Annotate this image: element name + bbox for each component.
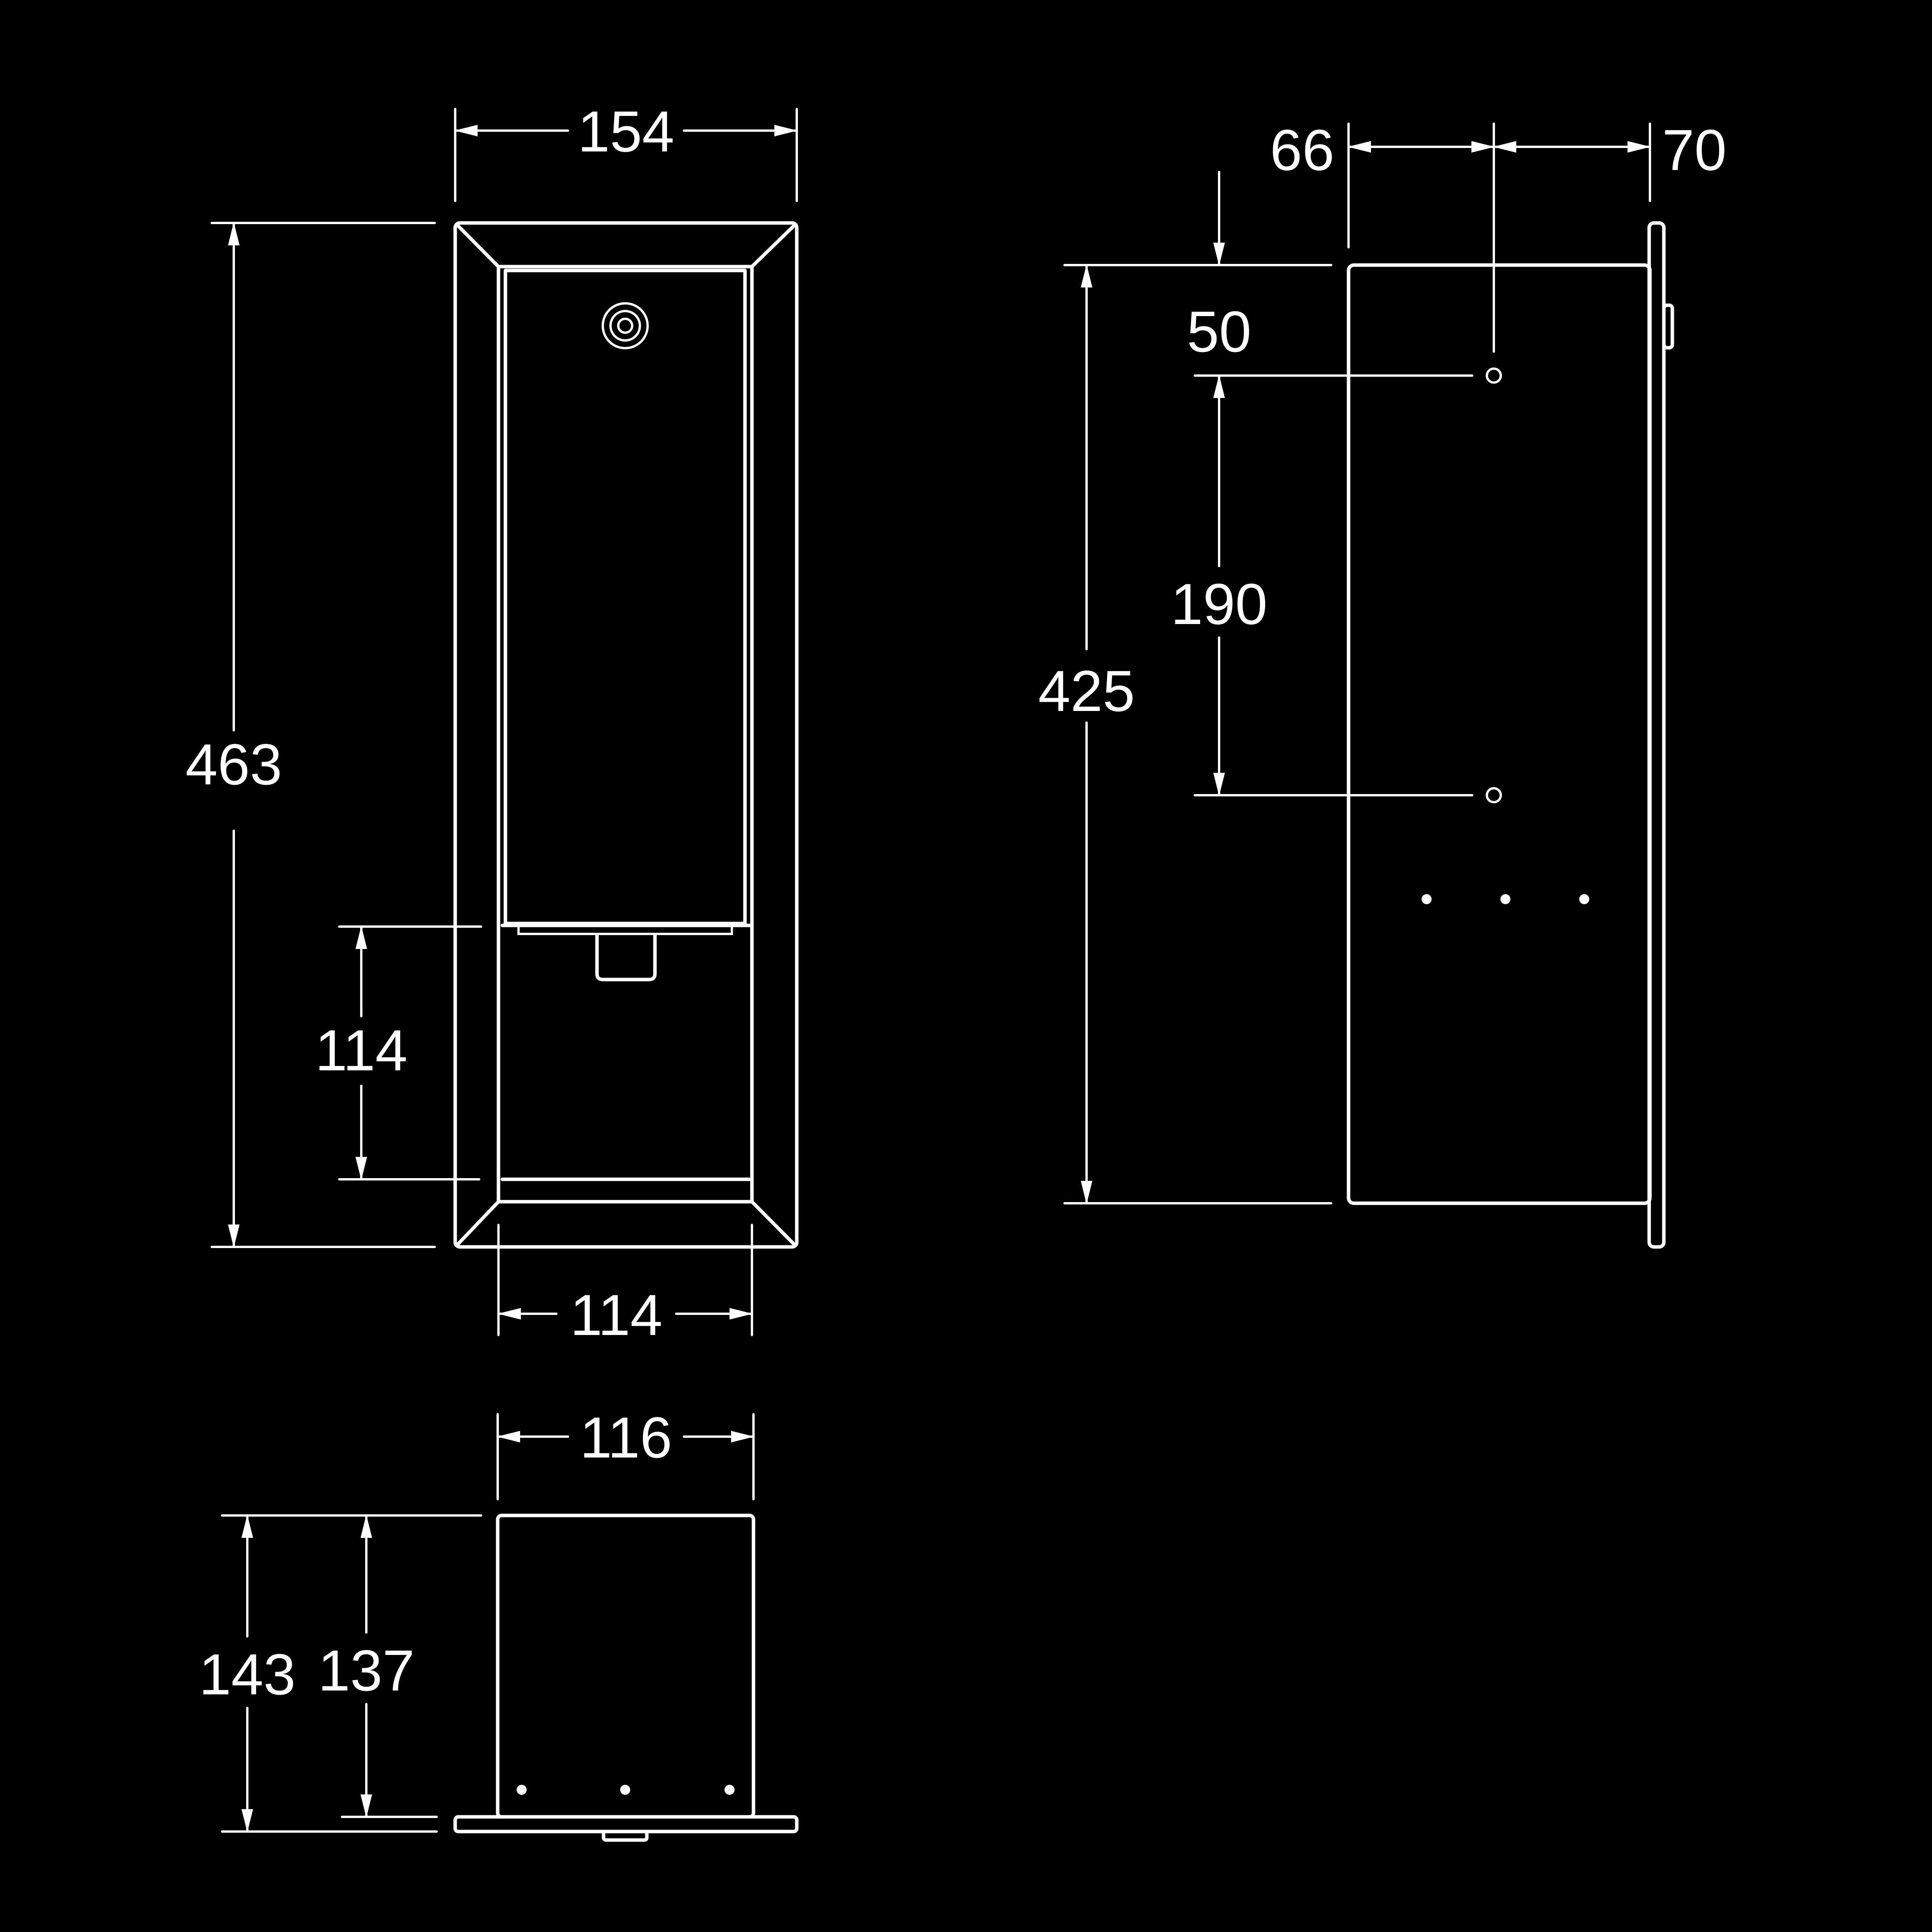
side-flange <box>1647 221 1666 1249</box>
dim-outer-height: 143 <box>199 1642 296 1707</box>
dim-front-height: 463 <box>185 732 282 797</box>
bevel-line <box>750 1200 796 1246</box>
lock-icon-ring <box>609 310 641 342</box>
bottom-tab <box>602 1830 649 1842</box>
screw-dot <box>1579 894 1589 904</box>
bevel-line <box>456 1200 500 1246</box>
dim-depth-left: 66 <box>1270 117 1335 182</box>
dim-bottom-width: 116 <box>580 1405 672 1470</box>
screw-dot <box>1422 894 1432 904</box>
shelf-lip <box>517 924 733 935</box>
dim-body-height: 425 <box>1038 658 1135 723</box>
bottom-flange <box>453 1815 799 1833</box>
front-outer-frame <box>453 221 799 1249</box>
bevel-line <box>456 224 500 269</box>
bottom-body <box>496 1514 755 1819</box>
front-view: 154 463 114 114 <box>185 99 799 1347</box>
dim-inner-height: 137 <box>318 1638 415 1703</box>
dim-opening-height: 114 <box>315 1018 407 1083</box>
dispenser-nozzle <box>595 933 657 981</box>
mounting-hole <box>1486 787 1502 803</box>
lock-icon <box>602 302 649 349</box>
front-inner-frame <box>497 265 754 1204</box>
screw-dot <box>517 1785 527 1795</box>
side-body <box>1347 263 1652 1205</box>
front-door-panel <box>503 269 747 925</box>
side-lock-knob <box>1662 303 1674 350</box>
bevel-line <box>750 224 796 269</box>
lock-icon-core <box>617 318 633 334</box>
dim-opening-width: 114 <box>570 1282 662 1347</box>
screw-dot <box>620 1785 630 1795</box>
screw-dot <box>724 1785 735 1795</box>
dim-hole-spacing: 190 <box>1171 571 1267 636</box>
dim-front-width: 154 <box>578 99 674 164</box>
side-view: 66 70 425 50 190 <box>1038 117 1727 1249</box>
screw-dot <box>1500 894 1510 904</box>
bottom-view: 116 143 137 <box>199 1405 799 1842</box>
dim-depth-right: 70 <box>1662 117 1727 182</box>
mounting-hole <box>1486 367 1502 384</box>
dim-top-offset: 50 <box>1187 299 1252 364</box>
